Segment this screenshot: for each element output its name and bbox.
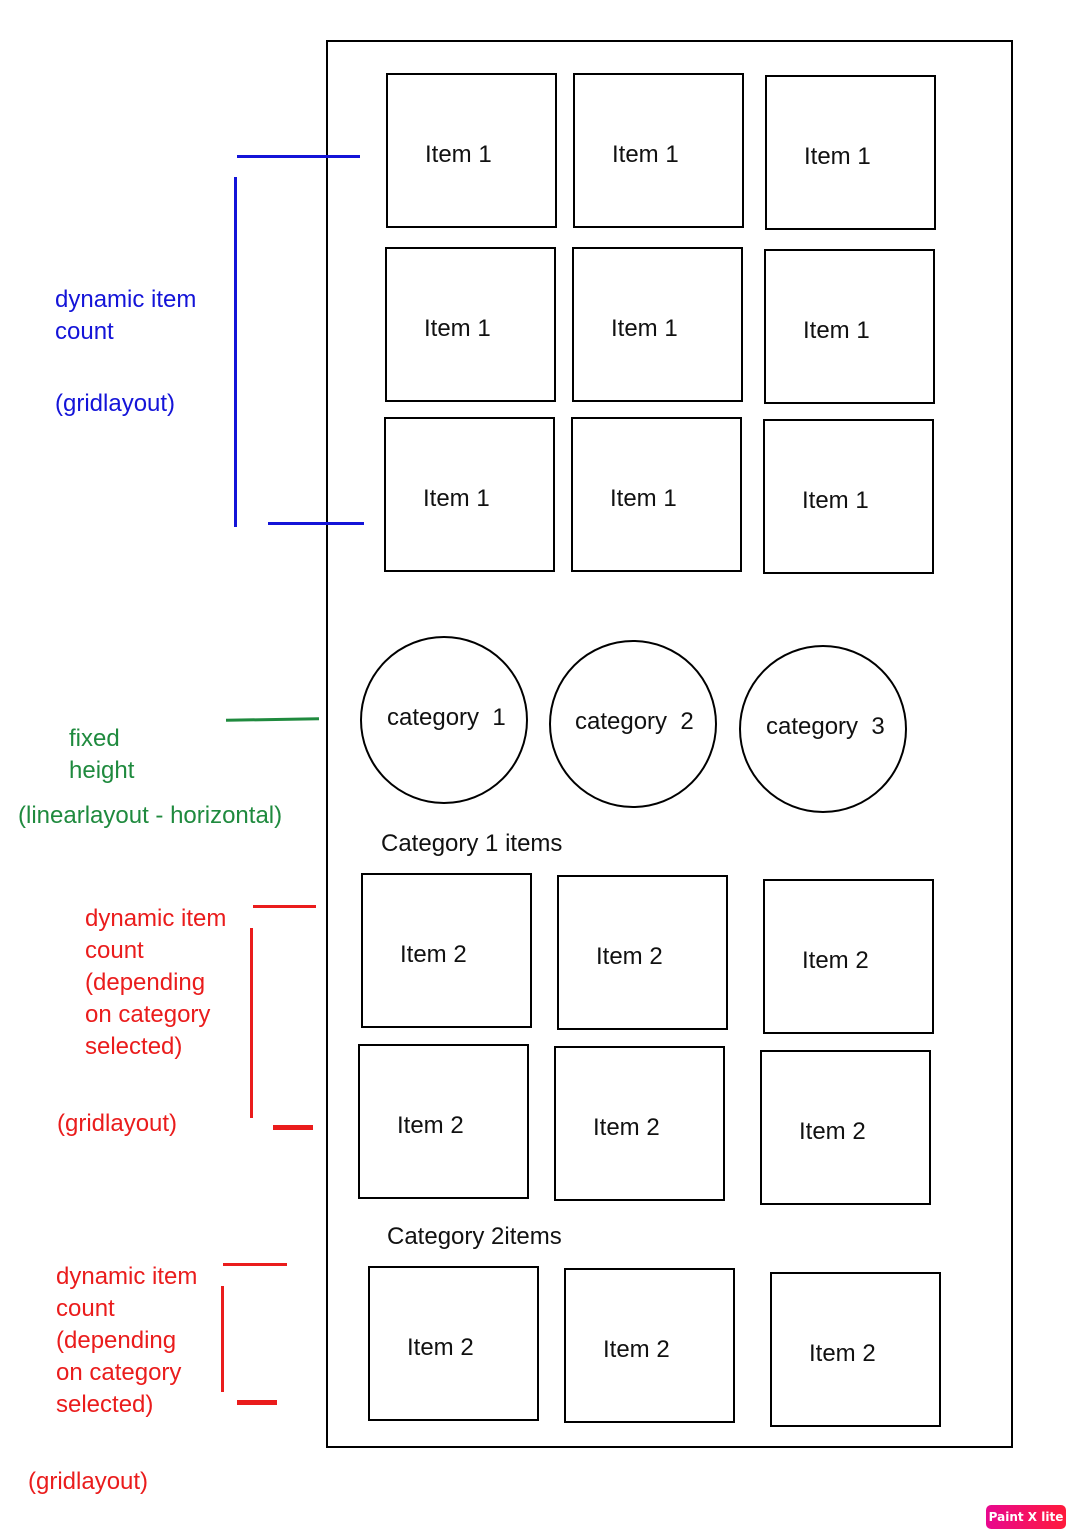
section1-bracket-bottom bbox=[273, 1125, 313, 1130]
grid-bracket-bottom bbox=[268, 522, 364, 525]
annotation-line: (gridlayout) bbox=[55, 390, 176, 417]
category-number: 3 bbox=[871, 713, 885, 740]
annotation-line: dynamic item bbox=[85, 905, 227, 932]
section2-bracket-bottom bbox=[237, 1400, 277, 1405]
section2-annotation-type: (gridlayout) bbox=[28, 1468, 149, 1495]
annotation-line: dynamic item bbox=[55, 286, 197, 313]
annotation-line: selected) bbox=[56, 1391, 154, 1418]
annotation-line: (depending bbox=[85, 969, 206, 996]
annotation-line: dynamic item bbox=[56, 1263, 198, 1290]
grid-item[interactable]: Item 1 bbox=[763, 419, 934, 574]
category-item[interactable]: Item 2 bbox=[358, 1044, 529, 1199]
category-number: 1 bbox=[492, 704, 506, 731]
category-number: 2 bbox=[680, 708, 694, 735]
linear-annotation-type: (linearlayout - horizontal) bbox=[18, 802, 283, 829]
category-label: category bbox=[766, 713, 859, 740]
grid-item-label: Item 1 bbox=[423, 485, 490, 512]
category-item[interactable]: Item 2 bbox=[368, 1266, 539, 1421]
grid-item[interactable]: Item 1 bbox=[571, 417, 742, 572]
category-chip[interactable]: category 2 bbox=[549, 640, 717, 808]
category-item[interactable]: Item 2 bbox=[770, 1272, 941, 1427]
category-chip[interactable]: category 1 bbox=[360, 636, 528, 804]
section-heading: Category 1 items bbox=[381, 830, 563, 857]
annotation-line: (depending bbox=[56, 1327, 177, 1354]
annotation-line: count bbox=[55, 318, 114, 345]
screen-frame bbox=[326, 40, 1013, 1448]
grid-item[interactable]: Item 1 bbox=[572, 247, 743, 402]
section1-bracket-vertical bbox=[250, 928, 253, 1118]
annotation-line: on category bbox=[56, 1359, 182, 1386]
linear-pointer bbox=[225, 717, 320, 722]
grid-item-label: Item 1 bbox=[612, 141, 679, 168]
grid-item[interactable]: Item 1 bbox=[386, 73, 557, 228]
category-item-label: Item 2 bbox=[397, 1112, 464, 1139]
grid-item-label: Item 1 bbox=[803, 317, 870, 344]
grid-bracket-top bbox=[237, 155, 360, 158]
category-item-label: Item 2 bbox=[593, 1114, 660, 1141]
category-item[interactable]: Item 2 bbox=[763, 879, 934, 1034]
category-label: category bbox=[575, 708, 668, 735]
category-item[interactable]: Item 2 bbox=[564, 1268, 735, 1423]
section1-annotation: dynamic item count (depending on categor… bbox=[85, 903, 226, 1063]
category-item[interactable]: Item 2 bbox=[554, 1046, 725, 1201]
section1-annotation-type: (gridlayout) bbox=[57, 1110, 178, 1137]
category-item-label: Item 2 bbox=[407, 1334, 474, 1361]
category-item[interactable]: Item 2 bbox=[760, 1050, 931, 1205]
section2-annotation: dynamic item count (depending on categor… bbox=[56, 1261, 197, 1421]
annotation-line: selected) bbox=[85, 1033, 183, 1060]
grid-annotation: dynamic item count (gridlayout) bbox=[55, 284, 196, 420]
grid-item-label: Item 1 bbox=[802, 487, 869, 514]
category-item-label: Item 2 bbox=[603, 1336, 670, 1363]
category-item[interactable]: Item 2 bbox=[557, 875, 728, 1030]
annotation-line: height bbox=[69, 757, 135, 784]
linear-annotation: fixed height bbox=[69, 723, 134, 787]
category-item-label: Item 2 bbox=[802, 947, 869, 974]
category-item-label: Item 2 bbox=[400, 941, 467, 968]
grid-item[interactable]: Item 1 bbox=[765, 75, 936, 230]
grid-item[interactable]: Item 1 bbox=[385, 247, 556, 402]
category-item-label: Item 2 bbox=[596, 943, 663, 970]
category-label: category bbox=[387, 704, 480, 731]
grid-item-label: Item 1 bbox=[611, 315, 678, 342]
section2-bracket-top bbox=[223, 1263, 287, 1266]
section2-bracket-vertical bbox=[221, 1286, 224, 1392]
grid-bracket-vertical bbox=[234, 177, 237, 527]
grid-item-label: Item 1 bbox=[425, 141, 492, 168]
category-item[interactable]: Item 2 bbox=[361, 873, 532, 1028]
grid-item[interactable]: Item 1 bbox=[764, 249, 935, 404]
annotation-line: count bbox=[56, 1295, 115, 1322]
grid-item-label: Item 1 bbox=[610, 485, 677, 512]
annotation-line: count bbox=[85, 937, 144, 964]
annotation-line: fixed bbox=[69, 725, 120, 752]
category-item-label: Item 2 bbox=[799, 1118, 866, 1145]
grid-item-label: Item 1 bbox=[804, 143, 871, 170]
grid-item-label: Item 1 bbox=[424, 315, 491, 342]
section-heading: Category 2items bbox=[387, 1223, 562, 1250]
category-item-label: Item 2 bbox=[809, 1340, 876, 1367]
category-chip[interactable]: category 3 bbox=[739, 645, 907, 813]
watermark-badge: Paint X lite bbox=[986, 1505, 1066, 1529]
annotation-line: on category bbox=[85, 1001, 211, 1028]
section1-bracket-top bbox=[253, 905, 316, 908]
grid-item[interactable]: Item 1 bbox=[384, 417, 555, 572]
grid-item[interactable]: Item 1 bbox=[573, 73, 744, 228]
